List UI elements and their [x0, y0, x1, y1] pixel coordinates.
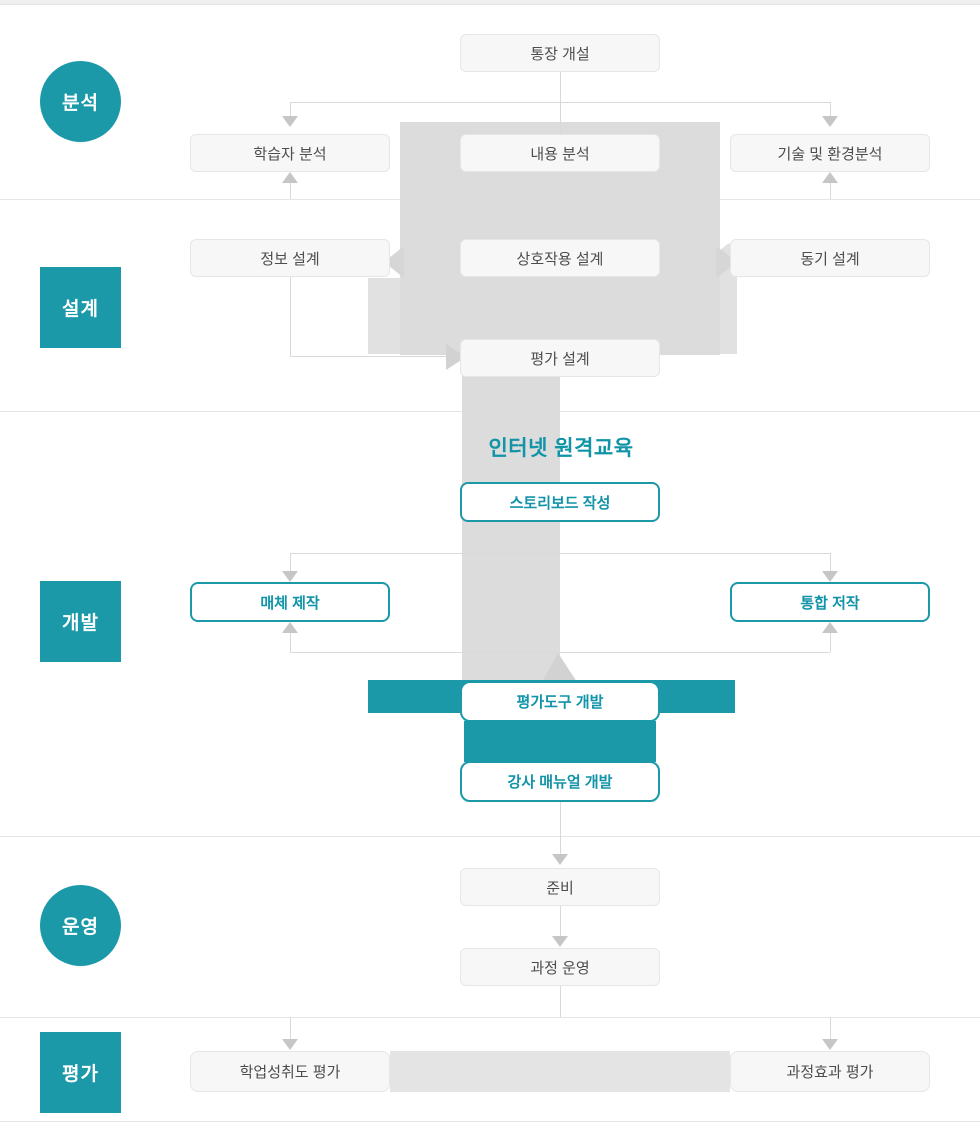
node-learner-analysis: 학습자 분석 [190, 134, 390, 172]
stage-evaluation-label: 평가 [62, 1064, 99, 1085]
node-instructor-manual-dev: 강사 매뉴얼 개발 [460, 761, 660, 802]
section-divider-operation [0, 1017, 980, 1018]
connector-to-media [290, 553, 291, 571]
connector-dev-return-line [290, 652, 830, 653]
connector-passbook-to-content [560, 72, 561, 134]
connector-authoring-return [830, 633, 831, 652]
section-divider-design [0, 411, 980, 412]
node-content-analysis: 내용 분석 [460, 134, 660, 172]
node-info-design: 정보 설계 [190, 239, 390, 277]
connector-operation-down [560, 986, 561, 1017]
connector-dev-branch [290, 553, 830, 554]
node-media-production: 매체 제작 [190, 582, 390, 622]
node-preparation: 준비 [460, 868, 660, 906]
connector-prep-to-operation [560, 906, 561, 936]
connector-to-techenv [830, 102, 831, 116]
arrow-down-authoring-icon [822, 571, 838, 582]
node-tech-env-analysis: 기술 및 환경분석 [730, 134, 930, 172]
node-motivation-design: 동기 설계 [730, 239, 930, 277]
arrow-down-achievement-icon [282, 1039, 298, 1050]
connector-infodesign-to-evaldesign [290, 356, 446, 357]
node-passbook-open: 통장 개설 [460, 34, 660, 72]
stage-evaluation: 평가 [40, 1032, 121, 1113]
section-divider-analysis [0, 199, 980, 200]
node-achievement-evaluation: 학업성취도 평가 [190, 1051, 390, 1092]
stage-development: 개발 [40, 581, 121, 662]
stage-analysis: 분석 [40, 61, 121, 142]
node-course-operation: 과정 운영 [460, 948, 660, 986]
connector-to-authoring [830, 553, 831, 571]
stage-operation: 운영 [40, 885, 121, 966]
node-evaluation-design: 평가 설계 [460, 339, 660, 377]
node-integrated-authoring: 통합 저작 [730, 582, 930, 622]
node-storyboard-writing: 스토리보드 작성 [460, 482, 660, 522]
stage-design: 설계 [40, 267, 121, 348]
stage-development-label: 개발 [62, 613, 99, 634]
arrow-down-learner-icon [282, 116, 298, 127]
connector-manual-to-prep [560, 802, 561, 854]
arrow-up-learner-icon [282, 172, 298, 183]
arrow-up-authoring-icon [822, 622, 838, 633]
stage-analysis-label: 분석 [62, 93, 99, 114]
connector-media-return [290, 633, 291, 652]
evaluation-gray-band [390, 1051, 730, 1092]
arrow-down-media-icon [282, 571, 298, 582]
node-evaluation-tool-dev: 평가도구 개발 [460, 681, 660, 722]
connector-learner-return [290, 183, 291, 199]
stage-design-label: 설계 [62, 299, 99, 320]
arrow-up-media-icon [282, 622, 298, 633]
connector-techenv-return [830, 183, 831, 199]
top-border-strip [0, 0, 980, 5]
section-divider-development [0, 836, 980, 837]
arrow-up-techenv-icon [822, 172, 838, 183]
connector-infodesign-down [290, 277, 291, 357]
arrow-down-techenv-icon [822, 116, 838, 127]
center-title: 인터넷 원격교육 [488, 437, 634, 460]
node-interaction-design: 상호작용 설계 [460, 239, 660, 277]
arrow-down-courseeffect-icon [822, 1039, 838, 1050]
connector-to-learner [290, 102, 291, 116]
connector-to-courseeffect [830, 1017, 831, 1039]
connector-analysis-branch [290, 102, 830, 103]
arrow-down-operation-icon [552, 936, 568, 947]
arrow-down-prep-icon [552, 854, 568, 865]
stage-operation-label: 운영 [62, 917, 99, 938]
section-divider-bottom [0, 1121, 980, 1122]
connector-to-achievement [290, 1017, 291, 1039]
node-course-effect-evaluation: 과정효과 평가 [730, 1051, 930, 1092]
teal-connector-block [464, 721, 656, 762]
